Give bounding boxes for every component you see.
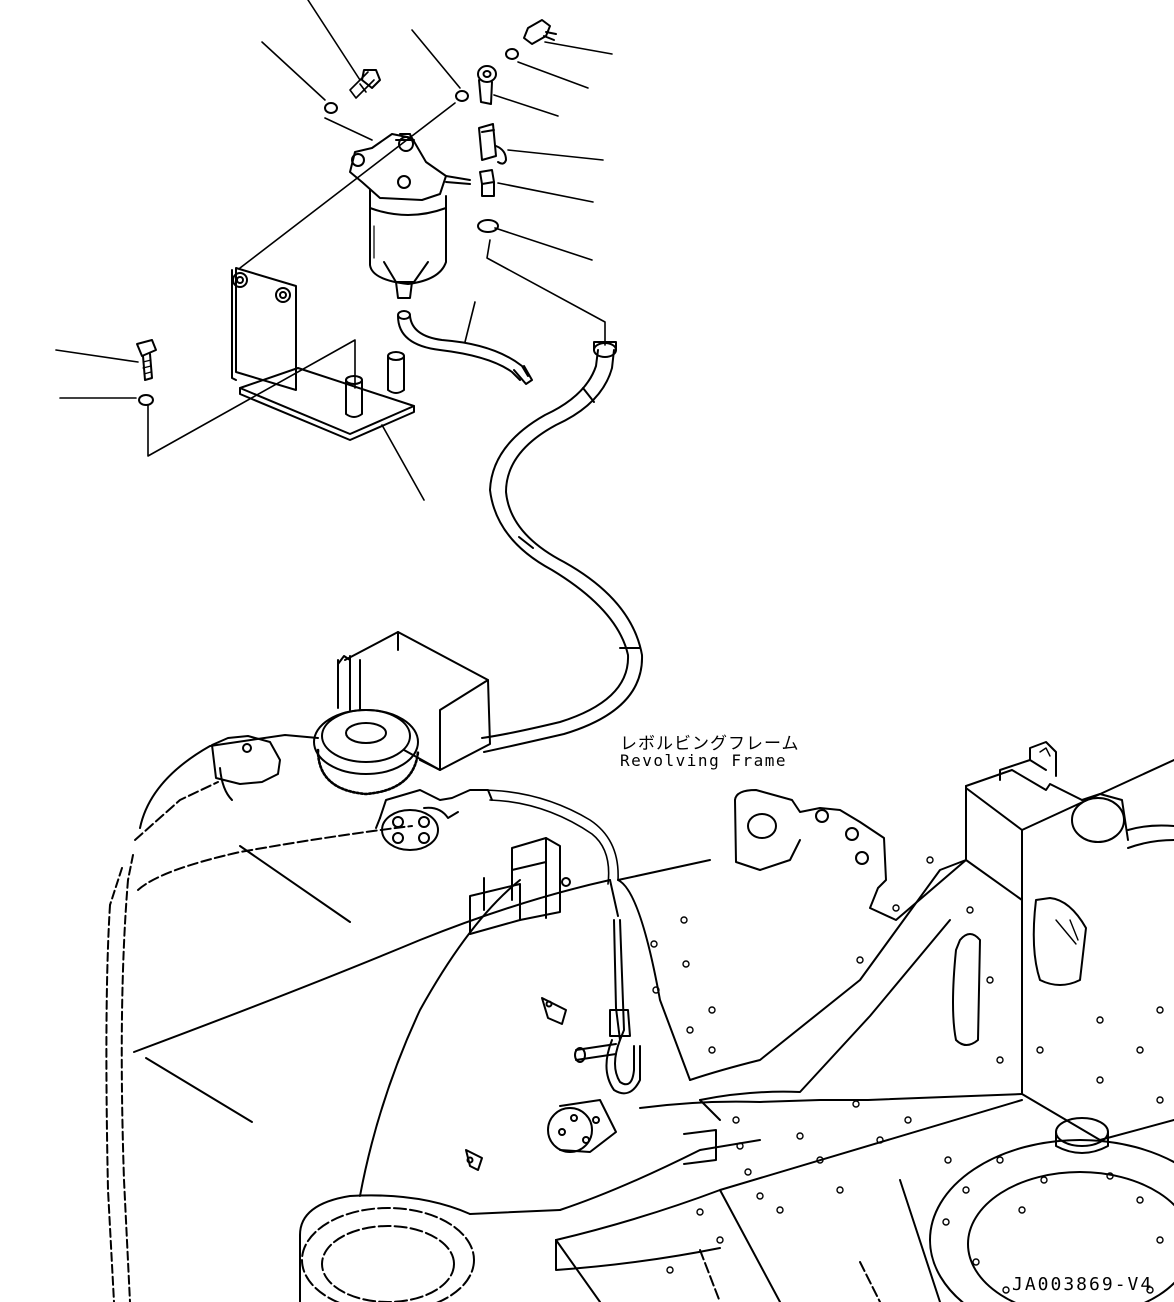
- banjo-bolt: [523, 19, 557, 45]
- fuel-filter: [349, 133, 471, 299]
- filter-bracket: [231, 267, 415, 441]
- drain-hose: [397, 310, 533, 385]
- bracket-washer: [138, 394, 154, 406]
- leader-lines: [55, 0, 613, 501]
- ground-strap: [547, 919, 641, 1153]
- frame-holes: [650, 856, 1164, 1294]
- tank-bracket: [469, 837, 571, 935]
- filler-cap-box: [313, 631, 491, 796]
- fuel-tank: [105, 734, 619, 1302]
- hose-fitting: [478, 123, 507, 165]
- label-revolving-frame-jp: レボルビングフレーム: [620, 734, 800, 754]
- fuel-hose: [481, 341, 644, 753]
- revolving-frame: [555, 741, 1174, 1302]
- filter-port-washer: [455, 90, 469, 102]
- banjo-washer: [505, 48, 519, 60]
- filter-mount-bolt: [349, 69, 381, 99]
- filter-mount-washer: [324, 102, 338, 114]
- drawing-code: JA003869-V4: [1012, 1274, 1154, 1295]
- banjo-elbow: [477, 65, 497, 105]
- adapter-nipple: [479, 169, 495, 197]
- label-revolving-frame-en: Revolving Frame: [620, 751, 787, 770]
- fuel-sender-flange: [375, 789, 619, 885]
- bracket-bolt: [136, 339, 157, 381]
- o-ring: [477, 219, 499, 233]
